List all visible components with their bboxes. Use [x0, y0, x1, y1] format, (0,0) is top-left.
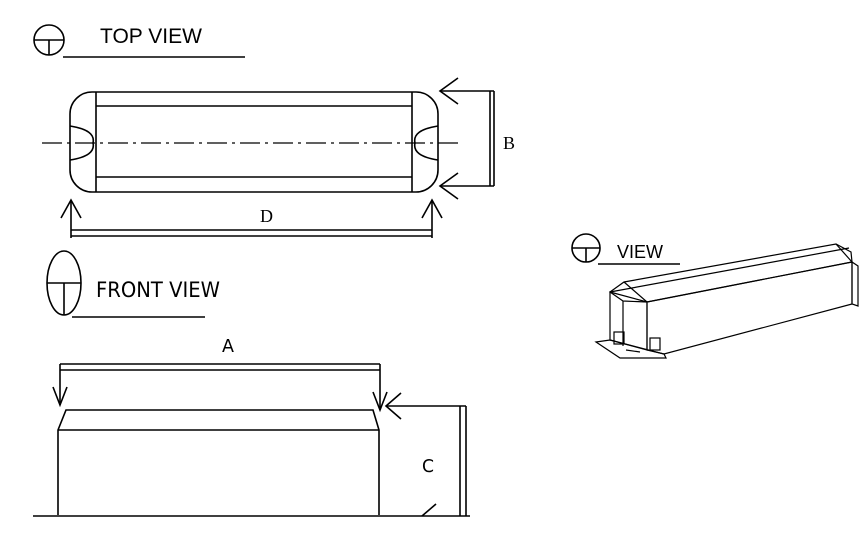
- iso-view-symbol-icon: [571, 233, 601, 263]
- front-view-title: FRONT VIEW: [96, 278, 220, 302]
- iso-box: [594, 243, 859, 359]
- dimension-b: [438, 77, 495, 200]
- top-view-symbol-icon: [33, 24, 65, 56]
- iso-view-title: VIEW: [617, 242, 663, 262]
- front-view-section: FRONT VIEW A C: [33, 250, 470, 517]
- dimension-a-label: A: [222, 336, 235, 357]
- dimension-a: [52, 363, 388, 413]
- top-view-section: TOP VIEW B D: [33, 24, 515, 238]
- dimension-c: [384, 392, 467, 517]
- iso-view-section: VIEW: [571, 233, 859, 359]
- top-view-title: TOP VIEW: [100, 25, 202, 48]
- front-view-body: [57, 409, 380, 515]
- dimension-d: [60, 198, 443, 238]
- dimension-b-label: B: [503, 133, 515, 153]
- front-view-symbol-icon: [46, 250, 82, 316]
- top-view-body: [69, 91, 439, 193]
- dimension-d-label: D: [260, 206, 273, 226]
- dimension-c-label: C: [422, 456, 434, 477]
